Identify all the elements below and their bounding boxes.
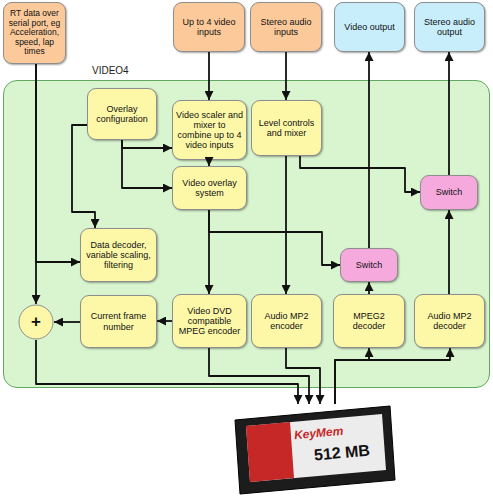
card-label-area (246, 414, 386, 482)
process-box: Video DVD compatible MPEG encoder (172, 294, 247, 348)
process-box: Video overlay system (172, 166, 247, 210)
node-text: Overlay configuration (91, 104, 153, 124)
region-heading: VIDEO4 (92, 65, 129, 76)
node-text: RT data over serial port, eg Acceleratio… (7, 9, 62, 57)
input-box: Stereo audio inputs (250, 2, 322, 52)
node-text: Stereo audio inputs (254, 17, 318, 37)
process-box: Audio MP2 decoder (414, 294, 485, 348)
card-body (235, 406, 395, 494)
node-text: Switch (436, 187, 463, 197)
input-box: Up to 4 video inputs (173, 2, 245, 52)
process-box: Overlay configuration (87, 88, 157, 140)
adder-circle: + (18, 304, 54, 340)
adder-circle-shape (19, 305, 53, 339)
node-text: Level controls and mixer (255, 118, 318, 138)
node-text: Up to 4 video inputs (177, 17, 241, 37)
node-text: Switch (356, 260, 383, 270)
node-text: Video scaler and mixer to combine up to … (176, 110, 243, 151)
output-box: Stereo audio output (414, 2, 485, 52)
switch-box: Switch (420, 175, 478, 210)
node-text: Current frame number (84, 311, 153, 331)
node-text: Stereo audio output (418, 17, 481, 37)
switch-box: Switch (340, 248, 398, 282)
output-box: Video output (334, 2, 405, 52)
node-text: MPEG2 decoder (337, 311, 401, 331)
node-text: Audio MP2 decoder (418, 311, 481, 331)
process-box: Current frame number (80, 295, 157, 348)
process-box: MPEG2 decoder (333, 294, 405, 348)
node-text: + (31, 312, 41, 332)
system-region: VIDEO4Overlay configurationVideo scaler … (3, 80, 490, 388)
node-text: Video output (344, 22, 394, 32)
node-text: Video overlay system (176, 178, 243, 198)
node-text: Video DVD compatible MPEG encoder (176, 306, 243, 336)
process-box: Audio MP2 encoder (251, 294, 322, 348)
card-stripe (246, 422, 294, 482)
process-box: Data decoder, variable scaling, filterin… (80, 228, 157, 282)
node-text: Audio MP2 encoder (255, 311, 318, 331)
process-box: Level controls and mixer (251, 100, 322, 156)
memory-card: KeyMem512 MB (232, 404, 397, 496)
input-box: RT data over serial port, eg Acceleratio… (3, 2, 66, 64)
process-box: Video scaler and mixer to combine up to … (172, 100, 247, 160)
node-text: Data decoder, variable scaling, filterin… (84, 240, 153, 270)
